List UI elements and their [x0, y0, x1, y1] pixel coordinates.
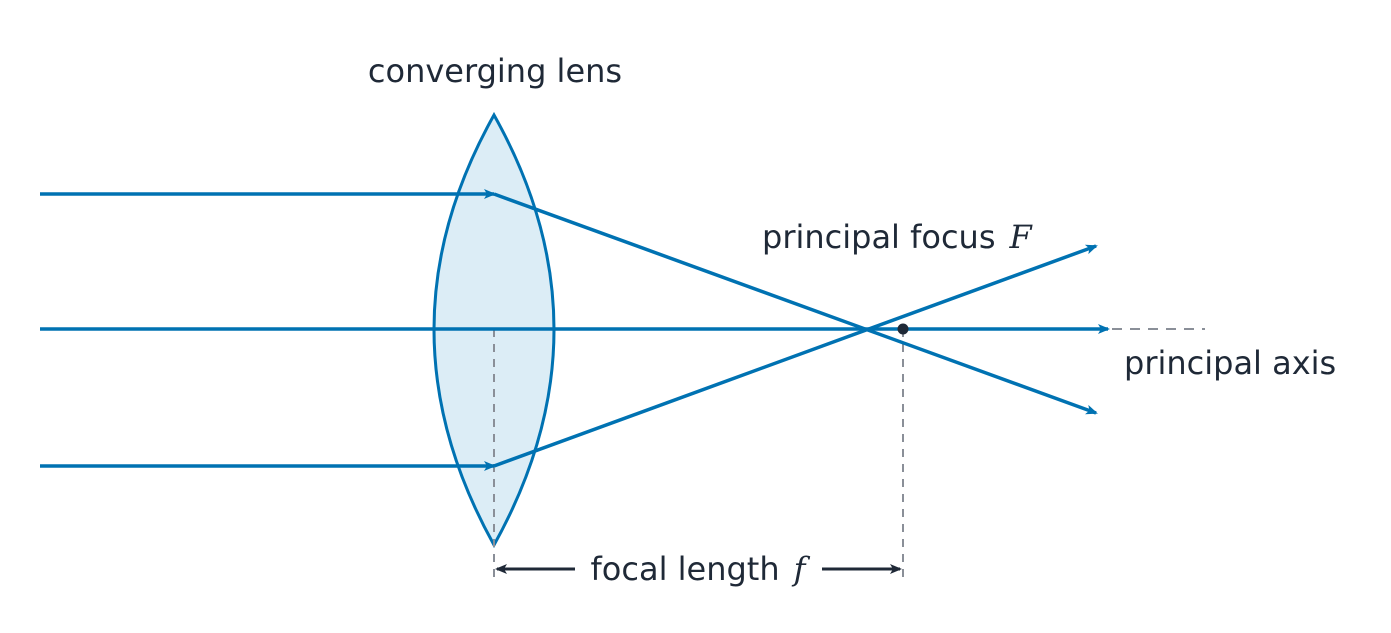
principal-focus-point: [897, 323, 909, 335]
focal-length-label: focal length f: [591, 550, 811, 588]
focal-length-text: focal length: [591, 550, 780, 588]
principal-focus-label: principal focus F: [762, 218, 1034, 256]
refracted-ray-top: [493, 192, 1098, 415]
refracted-ray-bottom: [493, 244, 1098, 468]
principal-axis-label: principal axis: [1124, 344, 1336, 382]
lens-label: converging lens: [368, 52, 622, 90]
principal-focus-symbol: F: [1009, 218, 1034, 256]
principal-focus-text: principal focus: [762, 218, 996, 256]
focal-length-symbol: f: [792, 550, 811, 588]
